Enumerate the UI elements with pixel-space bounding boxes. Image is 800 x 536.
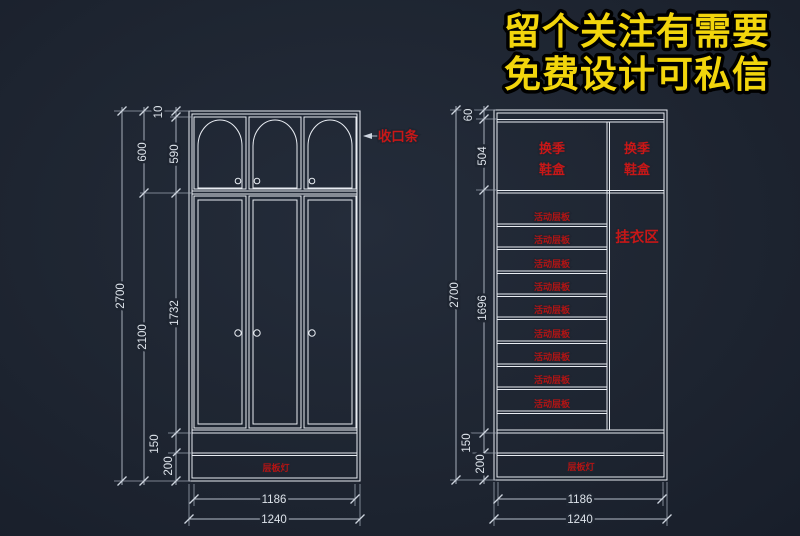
- left-outer-frame: [188, 110, 361, 482]
- knob-icon: [253, 329, 261, 337]
- right-inner-frame: [496, 112, 665, 478]
- trim-callout: 收口条: [363, 127, 420, 146]
- left-dimensions: 2700 600 2100 10 590 1732 150 200 1186 1…: [113, 103, 365, 529]
- door-panel-3: [303, 195, 357, 429]
- right-adjustable-shelves: [497, 223, 607, 414]
- promo-banner: 留个关注有需要 免费设计可私信: [501, 8, 773, 99]
- promo-line-2: 免费设计可私信: [504, 54, 770, 95]
- callout-arrow-icon: [363, 133, 372, 139]
- dim-right-outer-width: 1240: [567, 514, 593, 526]
- dim-left-arch-door: 590: [169, 144, 181, 163]
- left-dimension-ticks: [117, 106, 365, 524]
- shelf-label-5: 活动层板: [534, 304, 571, 315]
- shelf-label-8: 活动层板: [534, 374, 571, 385]
- dim-left-base: 200: [163, 456, 175, 475]
- arch-door-panel-1: [193, 116, 247, 190]
- knob-icon: [308, 177, 316, 185]
- right-shelf-light-label: 层板灯: [567, 461, 594, 472]
- hanging-zone-label: 挂衣区: [615, 228, 659, 246]
- arch-outline-1: [197, 119, 243, 189]
- dim-right-niche: 150: [461, 433, 473, 452]
- right-outer-frame: [493, 109, 668, 481]
- shoebox-right-label-line1: 换季: [624, 141, 650, 156]
- door-panel-2-inset: [252, 199, 298, 425]
- right-elevation: 换季 鞋盒 换季 鞋盒 挂衣区 活动层板 活动层板 活动层板 活动层板 活动层板…: [493, 109, 668, 481]
- dim-right-middle: 1696: [477, 295, 489, 321]
- right-dimension-ticks: [451, 105, 672, 524]
- dim-right-total-height: 2700: [449, 282, 461, 308]
- door-panel-2: [248, 195, 302, 429]
- door-panel-1-inset: [197, 199, 243, 425]
- right-cabinet-frame: [493, 109, 668, 481]
- shelf-label-7: 活动层板: [534, 351, 571, 362]
- door-panel-1: [193, 195, 247, 429]
- right-dimension-lines: [455, 106, 667, 520]
- dim-left-lower-section: 2100: [137, 324, 149, 350]
- left-horizontal-dividers: [192, 190, 357, 456]
- door-panel-3-inset: [307, 199, 353, 425]
- dim-left-top-section: 600: [137, 142, 149, 161]
- arch-door-panel-3: [303, 116, 357, 190]
- left-cabinet-frame: [188, 110, 361, 482]
- dim-right-top-trim: 60: [463, 109, 475, 122]
- arch-outline-3: [307, 119, 353, 189]
- dim-left-niche: 150: [149, 434, 161, 453]
- left-elevation: 层板灯: [188, 110, 361, 482]
- shelf-label-1: 活动层板: [534, 211, 571, 222]
- dim-left-door: 1732: [169, 300, 181, 326]
- arch-door-panel-2: [248, 116, 302, 190]
- dim-right-inner-width: 1186: [568, 494, 593, 506]
- knob-icon: [234, 329, 242, 337]
- left-inner-frame: [191, 113, 358, 479]
- dim-left-inner-width: 1186: [262, 494, 287, 506]
- left-extension-lines: [114, 110, 361, 526]
- shoebox-left-label-line2: 鞋盒: [539, 162, 566, 177]
- callout-label: 收口条: [378, 128, 419, 144]
- shelf-label-4: 活动层板: [534, 281, 571, 292]
- right-extension-lines: [450, 109, 668, 526]
- right-zone-labels: 换季 鞋盒 换季 鞋盒 挂衣区 活动层板 活动层板 活动层板 活动层板 活动层板…: [532, 140, 660, 474]
- left-shelf-light-label: 层板灯: [262, 462, 289, 473]
- shelf-label-9: 活动层板: [534, 398, 571, 409]
- left-cabinet-curves: [197, 119, 353, 337]
- shelf-label-3: 活动层板: [534, 258, 571, 269]
- dim-left-top-trim: 10: [153, 106, 165, 119]
- shelf-label-6: 活动层板: [534, 328, 571, 339]
- left-dimension-lines: [121, 107, 360, 520]
- right-partitions: [497, 119, 664, 456]
- right-dimensions: 2700 60 504 1696 150 200 1186 1240: [447, 105, 672, 529]
- shelf-label-2: 活动层板: [534, 234, 571, 245]
- dim-left-total-height: 2700: [115, 283, 127, 309]
- dim-right-base: 200: [475, 454, 487, 473]
- promo-line-1: 留个关注有需要: [504, 11, 770, 52]
- knob-icon: [234, 177, 242, 185]
- shoebox-right-label-line2: 鞋盒: [624, 162, 651, 177]
- knob-icon: [308, 329, 316, 337]
- dim-left-outer-width: 1240: [261, 514, 287, 526]
- shoebox-left-label-line1: 换季: [539, 141, 565, 156]
- arch-outline-2: [252, 119, 298, 189]
- dim-right-shoebox: 504: [477, 146, 489, 166]
- knob-icon: [253, 177, 261, 185]
